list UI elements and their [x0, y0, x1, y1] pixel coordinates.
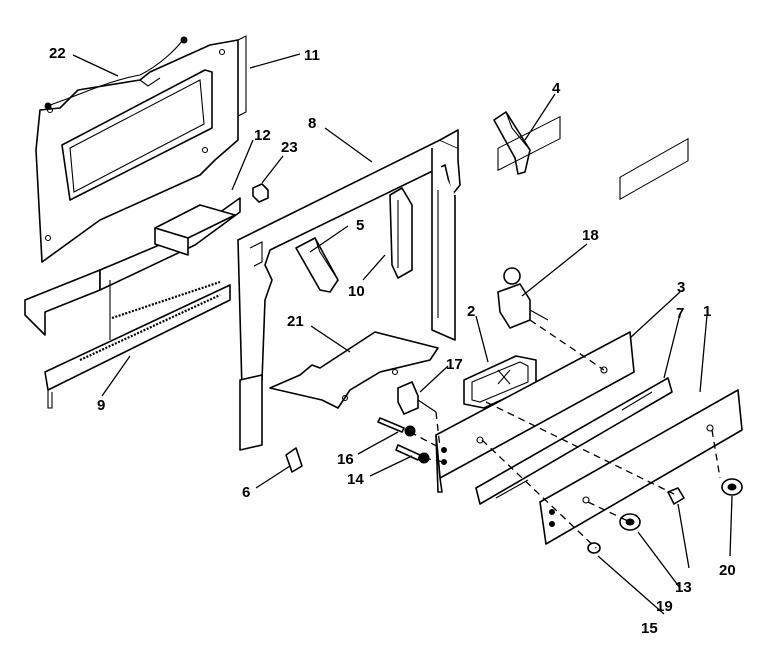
callout-15: 15	[641, 620, 658, 637]
callout-3: 3	[677, 279, 685, 296]
part-4-bracket	[493, 111, 531, 175]
part-2-display	[463, 355, 537, 409]
callout-19: 19	[656, 598, 673, 615]
assembly-lines	[409, 319, 721, 549]
part-20-knob	[721, 478, 743, 496]
leader-lines	[72, 53, 733, 615]
part-5-bracket	[295, 237, 339, 293]
callout-23: 23	[281, 139, 298, 156]
part-15-plug	[587, 542, 601, 554]
callout-16: 16	[337, 451, 354, 468]
part-11-rear-panel	[35, 35, 247, 263]
part-8-frame	[237, 129, 461, 451]
part-22-wire	[44, 36, 188, 110]
part-13-knob	[667, 487, 685, 505]
part-23-clip	[252, 183, 269, 203]
part-3-panel	[435, 115, 635, 493]
part-7-trim	[475, 377, 673, 505]
callout-11: 11	[304, 47, 320, 64]
part-18-switch	[497, 267, 549, 329]
callout-20: 20	[719, 562, 736, 579]
part-14-pin	[395, 444, 430, 464]
part-9-rail	[44, 280, 231, 409]
part-6-clip	[285, 447, 303, 473]
part-10-bracket	[389, 187, 413, 279]
part-1-front-panel	[539, 137, 743, 545]
part-12-insulation	[24, 197, 241, 340]
callout-17: 17	[446, 356, 463, 373]
callout-13: 13	[675, 579, 692, 596]
callout-22: 22	[49, 45, 66, 62]
part-17-switch	[397, 381, 437, 415]
callout-2: 2	[467, 303, 475, 320]
callout-12: 12	[254, 127, 271, 144]
callout-21: 21	[287, 313, 304, 330]
callout-labels: 22 11 4 8 12 23 5 10 18 21 2 17 9 6 16 1…	[49, 45, 736, 637]
callout-1: 1	[703, 303, 711, 320]
callout-5: 5	[356, 217, 364, 234]
callout-18: 18	[582, 227, 599, 244]
callout-8: 8	[308, 115, 316, 132]
callout-9: 9	[97, 397, 105, 414]
callout-6: 6	[242, 484, 250, 501]
part-19-knob	[619, 513, 641, 531]
part-21-shield	[269, 331, 439, 409]
callout-4: 4	[552, 80, 561, 97]
callout-14: 14	[347, 471, 364, 488]
callout-10: 10	[348, 283, 365, 300]
callout-7: 7	[676, 305, 684, 322]
